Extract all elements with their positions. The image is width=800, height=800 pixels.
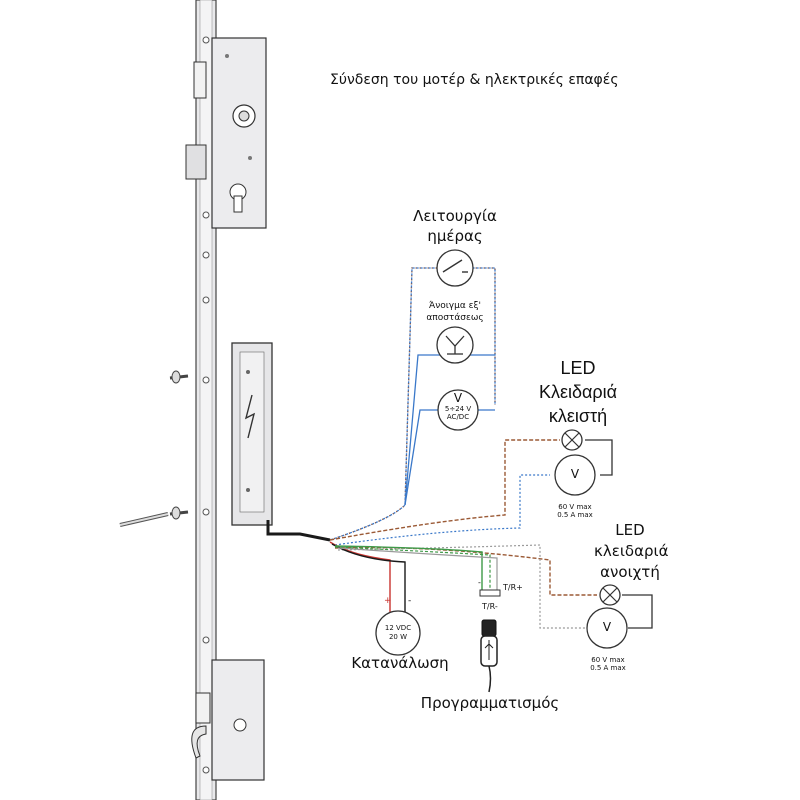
led-closed-label-line1: LED (560, 358, 596, 378)
power-wires (329, 541, 406, 612)
led-closed-meter-rating-current: 0.5 A max (557, 511, 593, 519)
bottom-lock-case (191, 659, 265, 781)
remote-open-label-line2: αποστάσεως (426, 313, 484, 323)
led-closed-meter-rating-voltage: 60 V max (558, 503, 592, 511)
remote-open-label: Άνοιγμα εξ' αποστάσεως (418, 300, 492, 324)
led-open-meter-rating-voltage: 60 V max (591, 656, 625, 664)
led-open-lamp-icon (599, 584, 621, 606)
voltmeter-supply-symbol: V (453, 391, 463, 405)
led-open-voltmeter-icon (586, 607, 628, 649)
screwdriver (119, 512, 169, 527)
led-closed-circuit (329, 439, 613, 546)
lock-faceplate (195, 0, 217, 800)
led-open-meter-rating-current: 0.5 A max (590, 664, 626, 672)
led-open-label-line1: LED (615, 521, 645, 539)
power-minus-sign: - (408, 596, 412, 606)
power-consumption-label: Κατανάλωση (351, 654, 449, 672)
power-supply-wattage: 20 W (388, 633, 408, 641)
power-supply-voltage: 12 VDC (384, 624, 412, 632)
remote-open-label-line1: Άνοιγμα εξ' (428, 301, 481, 311)
led-closed-meter-symbol: V (570, 467, 580, 481)
led-closed-meter-rating: 60 V max 0.5 A max (545, 503, 605, 519)
led-closed-label-line3: κλειστή (548, 406, 608, 426)
programming-tr-plus: T/R+ (503, 583, 523, 592)
led-open-label-line2: κλειδαριά (594, 542, 669, 560)
cable-bundle (266, 520, 331, 542)
usb-connector-icon (480, 619, 498, 693)
led-closed-label-line2: Κλειδαριά (538, 382, 618, 402)
motor-unit (231, 342, 273, 526)
led-closed-label: LED Κλειδαριά κλειστή (530, 356, 626, 428)
programming-minus-sign: - (478, 578, 481, 587)
power-plus-sign: + (384, 596, 392, 606)
power-supply-icon (375, 610, 421, 656)
screw-top (169, 370, 189, 384)
led-closed-voltmeter-icon (554, 454, 596, 496)
programming-tr-minus: T/R- (482, 602, 498, 611)
led-open-label: LED κλειδαριά ανοιχτή (594, 520, 669, 583)
led-open-meter-symbol: V (602, 620, 612, 634)
remote-open-button-icon (436, 326, 474, 364)
day-mode-switch-icon (436, 249, 474, 287)
main-lock-case (185, 37, 267, 229)
led-open-meter-rating: 60 V max 0.5 A max (578, 656, 638, 672)
voltmeter-supply-type: AC/DC (446, 413, 470, 421)
diagram-title: Σύνδεση του μοτέρ & ηλεκτρικές επαφές (330, 72, 619, 88)
voltmeter-supply-icon (437, 389, 479, 431)
led-closed-lamp-icon (561, 429, 583, 451)
day-mode-label: Λειτουργία ημέρας (412, 206, 498, 246)
programming-label: Προγραμματισμός (420, 694, 560, 712)
voltmeter-supply-range: 5÷24 V (444, 405, 472, 413)
day-mode-label-line2: ημέρας (427, 227, 483, 245)
power-supply-rating: 12 VDC 20 W (378, 624, 418, 642)
day-mode-label-line1: Λειτουργία (413, 207, 497, 225)
led-open-label-line3: ανοιχτή (600, 563, 660, 581)
voltmeter-supply-text: V 5÷24 V AC/DC (438, 391, 478, 422)
programming-wires (334, 545, 501, 597)
screw-bottom (169, 506, 189, 520)
